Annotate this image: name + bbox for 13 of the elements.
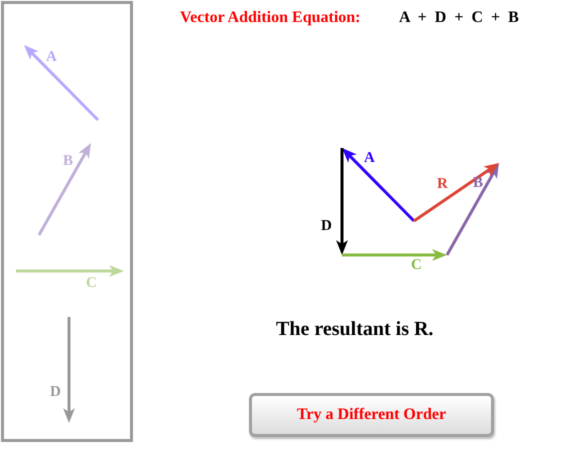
vector-label: A xyxy=(364,151,375,166)
vector-label: R xyxy=(437,177,448,192)
equation-text: A + D + C + B xyxy=(399,10,519,26)
vector-label: D xyxy=(321,219,332,234)
title: Vector Addition Equation: xyxy=(180,10,360,26)
vector-label: C xyxy=(411,258,422,273)
vector-label: D xyxy=(50,385,61,400)
vector-label: C xyxy=(86,276,97,291)
button: Try a Different Order xyxy=(249,393,494,437)
vector-label: B xyxy=(473,176,484,191)
result-text: The resultant is R. xyxy=(276,319,434,339)
vector-label: A xyxy=(46,50,57,65)
vector-label: B xyxy=(63,154,74,169)
